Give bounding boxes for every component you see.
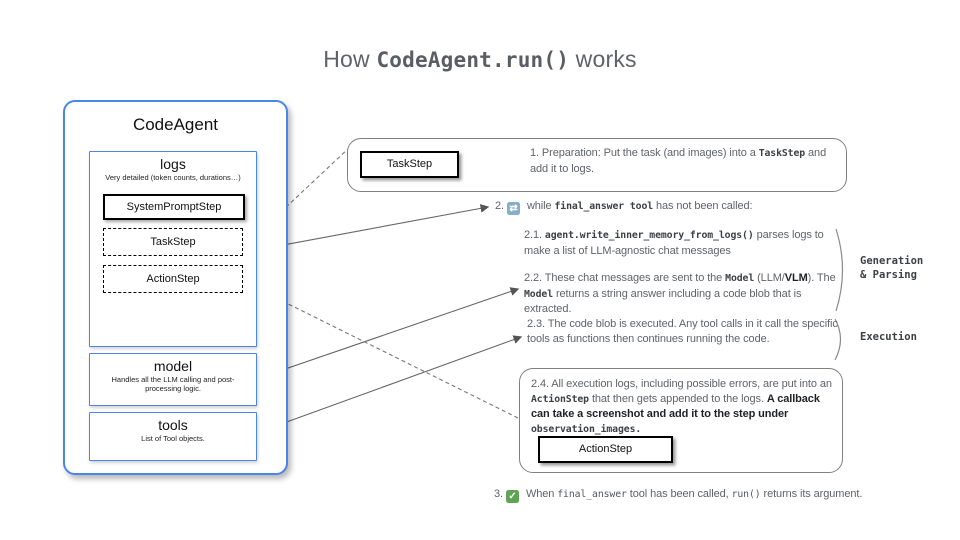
step3-line: 3.✓ When final_answer tool has been call… xyxy=(494,487,934,503)
model-box: model Handles all the LLM calling and po… xyxy=(89,353,257,406)
logs-title: logs xyxy=(160,156,186,172)
generation-parsing-label: Generation& Parsing xyxy=(860,255,924,281)
codeagent-panel-title: CodeAgent xyxy=(132,115,219,134)
logs-subtitle: Very detailed (token counts, durations…) xyxy=(105,173,241,182)
step2-1-text: 2.1. agent.write_inner_memory_from_logs(… xyxy=(524,229,824,257)
systempromptstep-box: SystemPromptStep xyxy=(103,194,245,220)
model-title: model xyxy=(153,358,193,374)
title-suffix: works xyxy=(569,46,637,72)
title-code: CodeAgent.run() xyxy=(376,48,570,72)
check-icon: ✓ xyxy=(505,490,519,503)
model-subtitle: Handles all the LLM calling and post-pro… xyxy=(111,375,235,393)
step2-4-container: 2.4. All execution logs, including possi… xyxy=(519,368,843,473)
step2-2-text: 2.2. These chat messages are sent to the… xyxy=(524,272,836,315)
step2-3-text: 2.3. The code blob is executed. Any tool… xyxy=(527,318,838,345)
step3-text: When final_answer tool has been called, … xyxy=(522,488,863,500)
loop-icon: ⇄ xyxy=(506,202,520,215)
step2-number: 2. xyxy=(495,200,504,212)
taskstep-box: TaskStep xyxy=(103,228,243,256)
page-title: How CodeAgent.run() works xyxy=(0,46,960,73)
step1-taskstep-box: TaskStep xyxy=(360,151,459,178)
step2-line: 2.⇄ while final_answer tool has not been… xyxy=(495,199,915,215)
step3-number: 3. xyxy=(494,488,503,500)
step2-text: while final_answer tool has not been cal… xyxy=(523,200,753,212)
tools-box: tools List of Tool objects. xyxy=(89,412,257,461)
step2-4-text: 2.4. All execution logs, including possi… xyxy=(531,378,832,435)
step1-container: TaskStep 1. Preparation: Put the task (a… xyxy=(347,138,847,192)
tools-subtitle: List of Tool objects. xyxy=(141,434,205,443)
execution-label: Execution xyxy=(860,331,917,343)
step1-text: 1. Preparation: Put the task (and images… xyxy=(530,147,827,175)
logs-box: logs Very detailed (token counts, durati… xyxy=(89,151,257,347)
step24-actionstep-box: ActionStep xyxy=(538,436,673,463)
actionstep-box: ActionStep xyxy=(103,265,243,293)
title-prefix: How xyxy=(323,46,377,72)
codeagent-panel: CodeAgent logs Very detailed (token coun… xyxy=(63,100,288,475)
tools-title: tools xyxy=(158,417,188,433)
